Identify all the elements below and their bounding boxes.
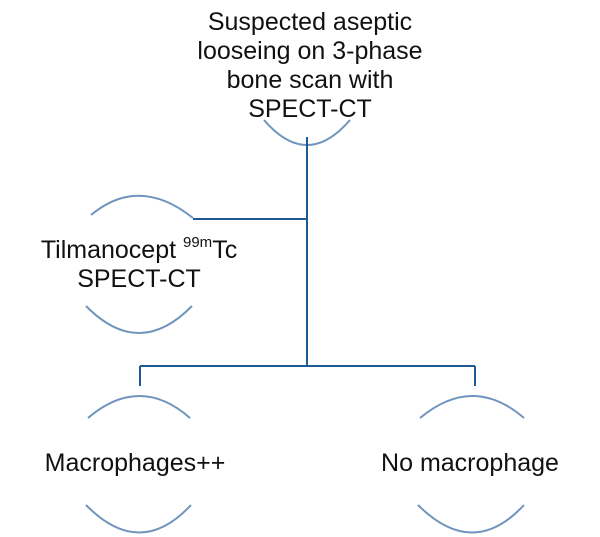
right-node-label: No macrophage <box>381 449 559 477</box>
left-node-label: Macrophages++ <box>44 449 226 477</box>
middle-node-lower-arc <box>85 305 193 334</box>
left-node-upper-arc <box>87 395 191 419</box>
middle-node-suffix: Tc <box>212 236 238 264</box>
middle-node-line-2: SPECT-CT <box>77 265 201 293</box>
middle-node-prefix: Tilmanocept <box>40 236 183 264</box>
right-node: No macrophage <box>345 449 595 478</box>
left-node-lower-arc <box>85 504 192 534</box>
top-node: Suspected aseptic looseing on 3-phase bo… <box>150 8 470 124</box>
top-node-line-1: Suspected aseptic <box>207 8 413 36</box>
left-node: Macrophages++ <box>10 449 260 478</box>
middle-node: Tilmanocept 99mTc SPECT-CT <box>4 234 274 294</box>
middle-node-superscript: 99m <box>183 234 213 251</box>
middle-node-line-1: Tilmanocept 99mTc <box>4 234 274 265</box>
middle-node-upper-arc <box>90 194 194 219</box>
top-node-line-3: bone scan with <box>226 66 394 94</box>
top-node-line-4: SPECT-CT <box>248 95 372 123</box>
right-node-lower-arc <box>417 504 525 534</box>
top-node-line-2: looseing on 3-phase <box>197 37 423 65</box>
right-node-upper-arc <box>419 395 525 419</box>
